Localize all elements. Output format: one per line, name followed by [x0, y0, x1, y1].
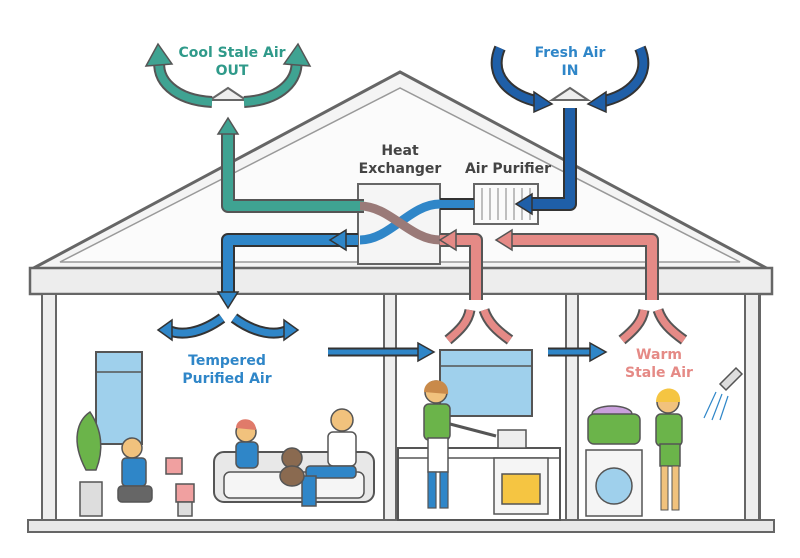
window-left: [95, 351, 143, 445]
washing-machine-icon: [585, 449, 643, 517]
warm-stale-air-label: Warm Stale Air: [614, 346, 704, 382]
fresh-air-line1: Fresh Air: [534, 45, 606, 61]
warm-line1: Warm: [636, 347, 682, 363]
plant-icon: [76, 410, 103, 517]
woman-icon: [655, 388, 683, 511]
tempered-line1: Tempered: [188, 353, 266, 369]
cool-stale-air-line1: Cool Stale Air: [178, 45, 286, 61]
heat-exchanger-line1: Heat: [381, 143, 419, 159]
room-flow-arrows: [328, 341, 608, 363]
warm-line2: Stale Air: [625, 365, 693, 381]
window-kitchen: [439, 349, 533, 417]
heat-exchanger-line2: Exchanger: [358, 161, 442, 177]
family-icon: [235, 408, 357, 507]
outlet-vent: [206, 86, 250, 101]
inlet-vent: [548, 86, 592, 101]
tempered-air-duct: [216, 228, 358, 310]
tempered-purified-air-label: Tempered Purified Air: [172, 352, 282, 388]
heat-exchanger-label: Heat Exchanger: [350, 142, 450, 178]
tempered-line2: Purified Air: [182, 371, 272, 387]
house-roof: [28, 70, 774, 296]
toy-blocks-icon: [165, 457, 195, 517]
warm-air-intake-arrows: [444, 308, 688, 345]
air-purifier-label: Air Purifier: [464, 161, 552, 177]
stove-icon: [493, 429, 549, 515]
woman-cooking-icon: [423, 380, 497, 509]
shower-icon: [703, 366, 744, 421]
fresh-air-in-arrows: [490, 45, 650, 114]
fresh-air-line2: IN: [561, 63, 579, 79]
laundry-basket-icon: [587, 405, 641, 445]
cool-stale-air-line2: OUT: [215, 63, 249, 79]
warm-stale-air-duct: [438, 228, 659, 300]
stale-air-exhaust-duct: [216, 116, 364, 213]
exchanger-crossflow: [359, 199, 441, 245]
dog-icon: [279, 447, 305, 487]
cool-stale-air-label: Cool Stale Air OUT: [172, 44, 292, 80]
tempered-air-out-arrows: [156, 313, 300, 342]
fresh-air-duct: [514, 108, 577, 216]
child-icon: [117, 437, 153, 503]
exhaust-out-arrows: [144, 42, 312, 108]
fresh-air-label: Fresh Air IN: [520, 44, 620, 80]
